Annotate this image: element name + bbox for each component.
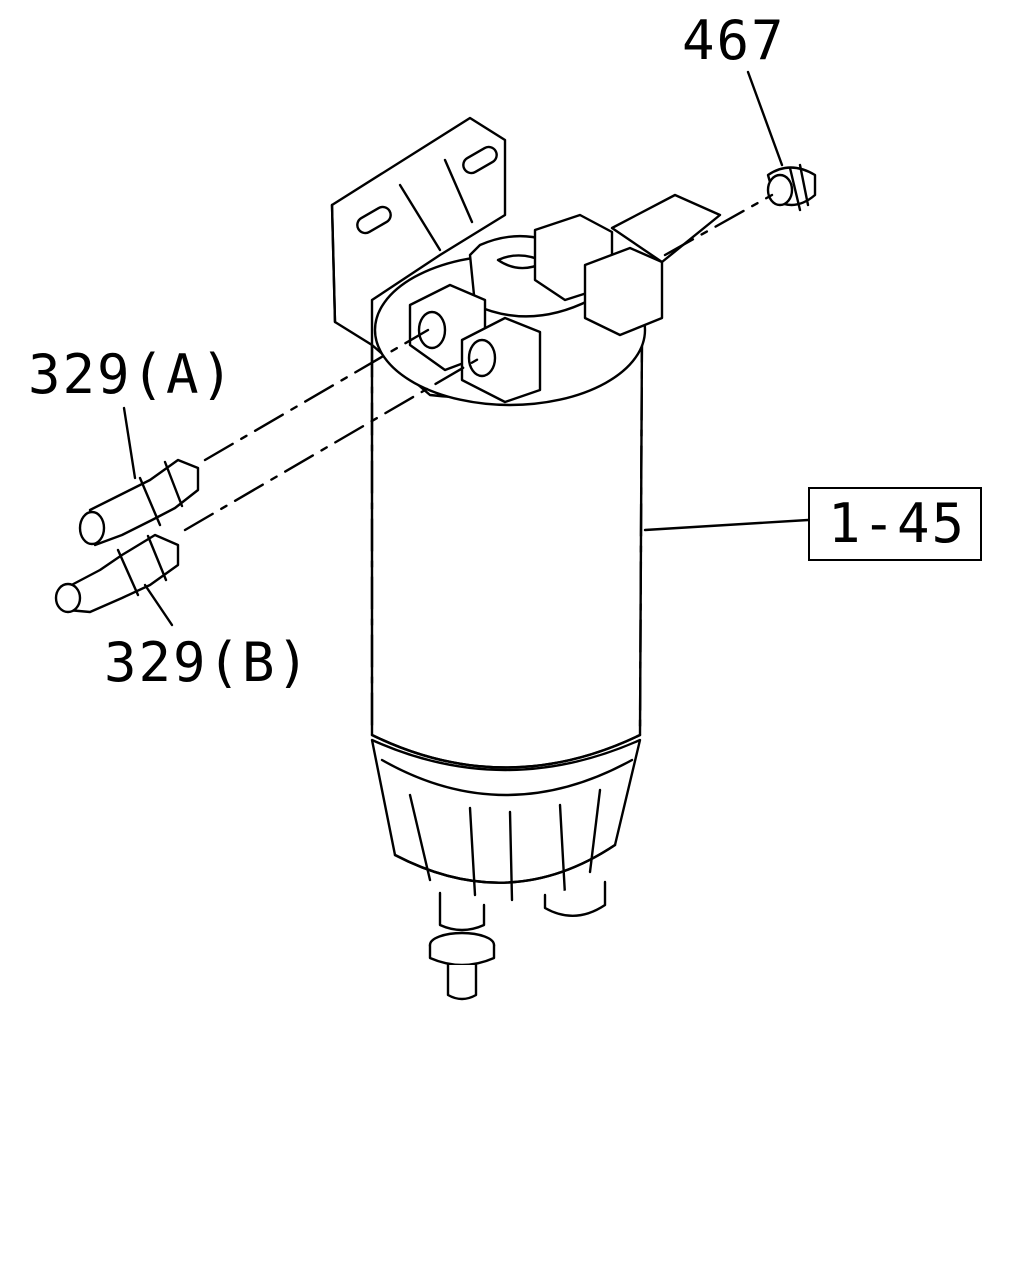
filter-head xyxy=(373,193,722,407)
leader-lines xyxy=(122,70,810,627)
drain-cap xyxy=(370,738,642,1001)
callout-329a: 329(A) xyxy=(28,343,236,406)
callout-467: 467 xyxy=(682,9,786,72)
plug-467 xyxy=(766,163,817,212)
fitting-329a xyxy=(78,458,200,547)
leader-329b xyxy=(143,583,174,627)
fitting-329b xyxy=(54,533,180,614)
callout-329b: 329(B) xyxy=(104,631,312,694)
leader-467 xyxy=(746,70,784,167)
callout-1-45: 1-45 xyxy=(808,487,983,561)
assembly-centerlines xyxy=(183,193,774,532)
leader-329a xyxy=(122,406,137,480)
mounting-bracket xyxy=(330,116,507,347)
leader-1-45 xyxy=(643,518,810,532)
